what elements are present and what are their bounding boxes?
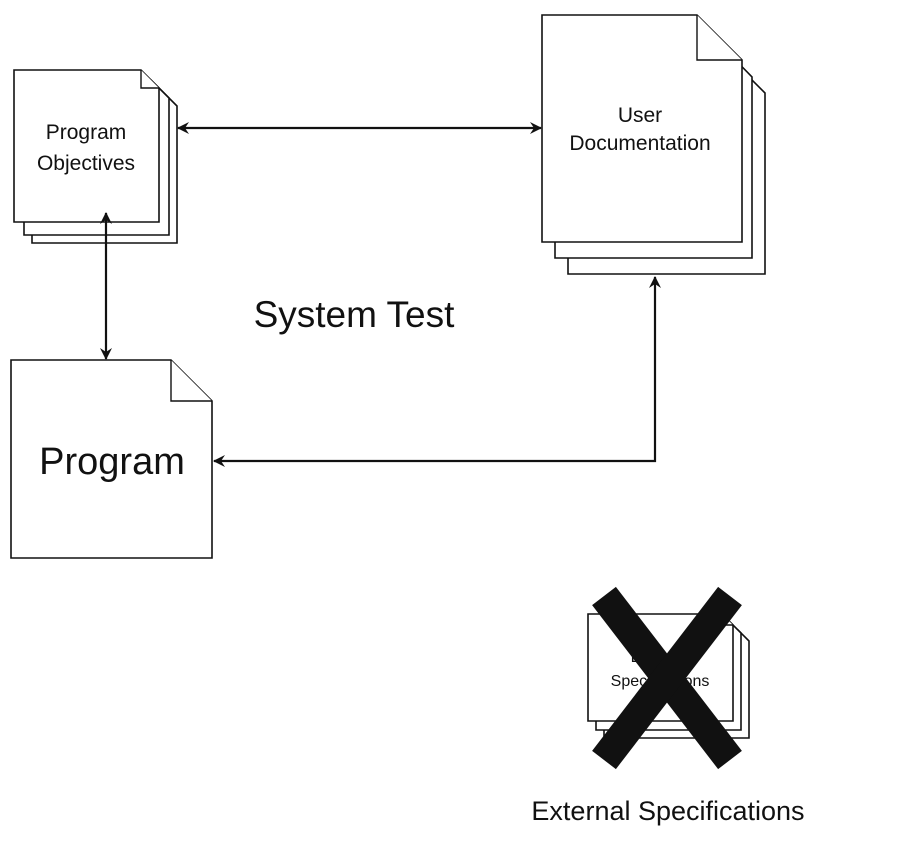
user-documentation-label-2: Documentation <box>569 132 710 155</box>
program-objectives-label-2: Objectives <box>37 152 135 175</box>
external-specifications-node: External Specifications <box>587 586 750 770</box>
program-node: Program <box>10 359 213 559</box>
crossed-out-x-mark <box>592 586 742 770</box>
diagram-title: System Test <box>254 294 456 335</box>
user-documentation-label-1: User <box>618 104 662 127</box>
program-objectives-node: Program Objectives <box>13 69 178 244</box>
external-specifications-caption: External Specifications <box>531 796 804 826</box>
program-label: Program <box>39 441 185 483</box>
edge-documentation-program <box>213 276 661 467</box>
program-objectives-label-1: Program <box>46 121 127 144</box>
user-documentation-node: User Documentation <box>541 14 766 275</box>
